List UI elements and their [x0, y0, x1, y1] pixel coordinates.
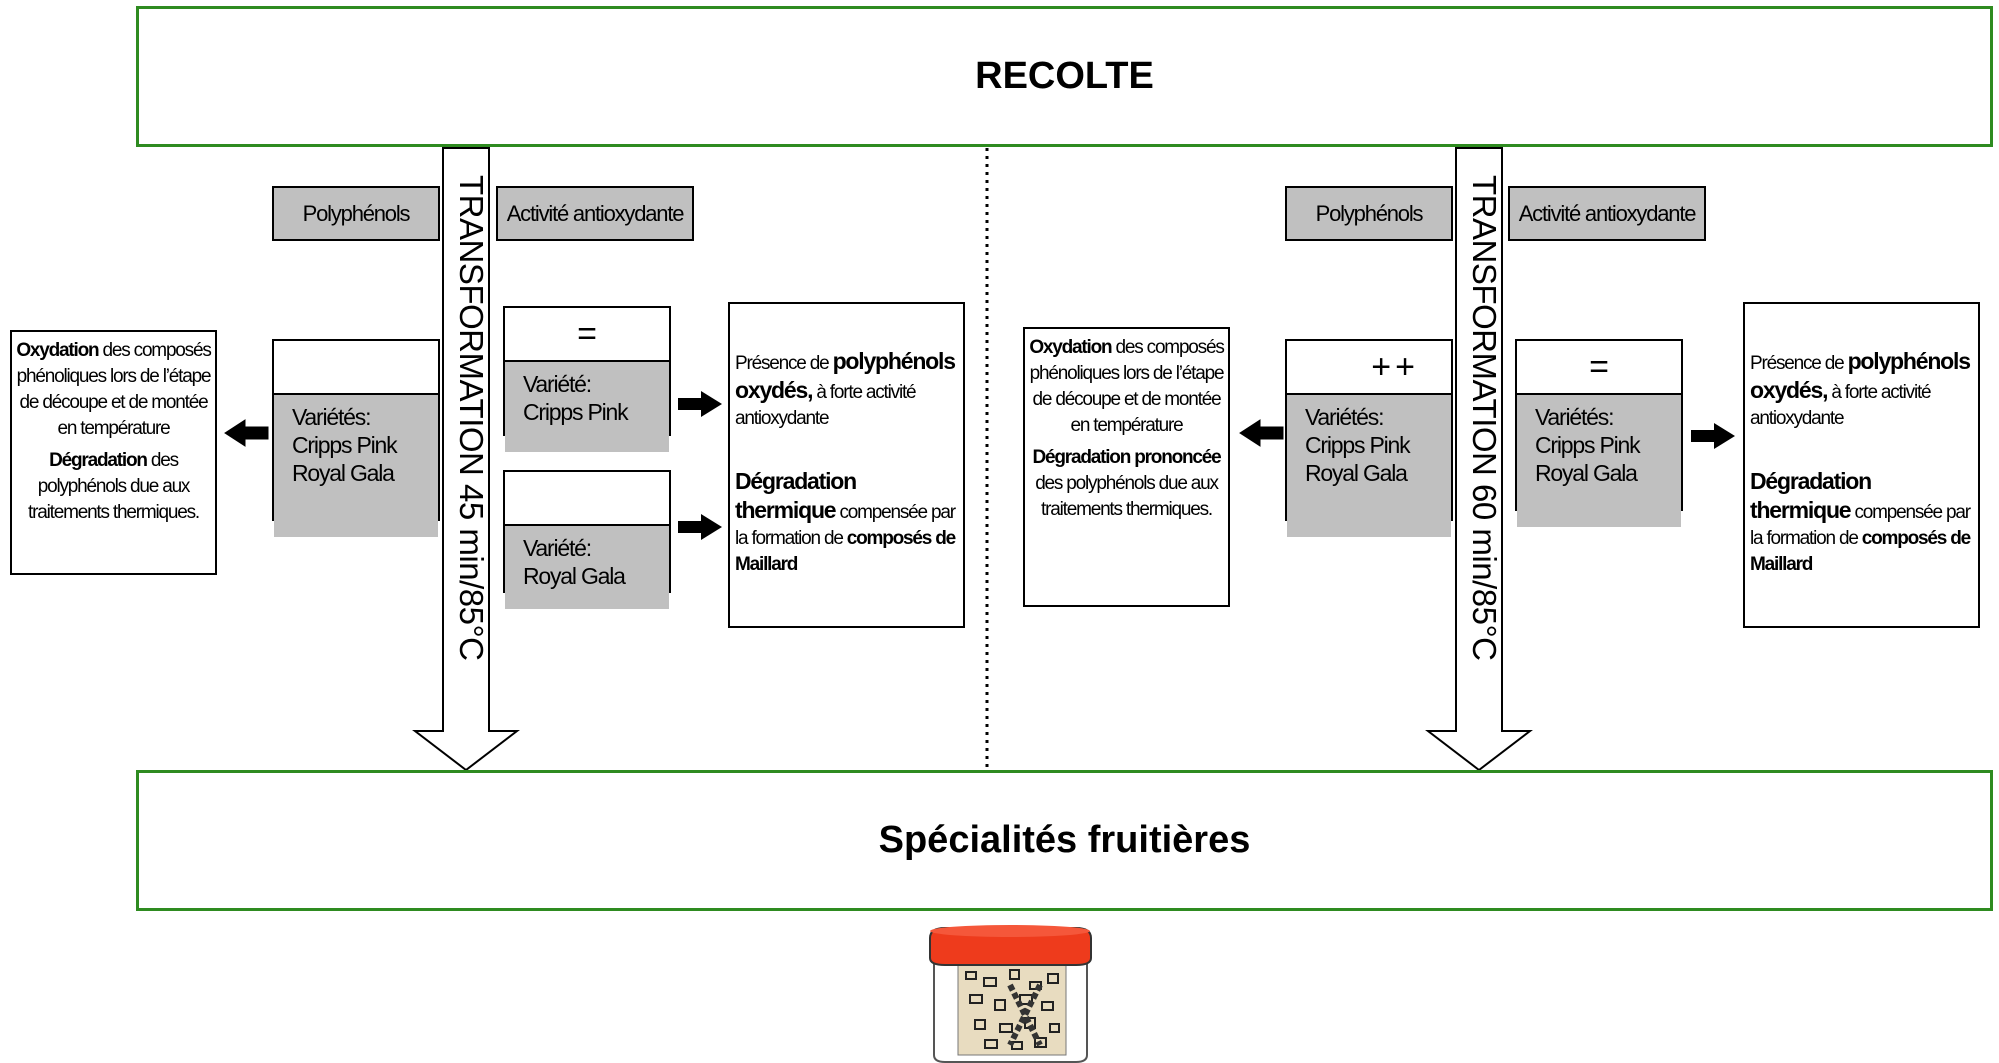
note-bold: Oxydation	[1029, 337, 1112, 358]
note-bold: composés de Maillard	[735, 528, 956, 575]
variety-item: Royal Gala	[292, 460, 395, 486]
note-text: des polyphénols due aux traitements ther…	[28, 450, 200, 523]
tag-polyphenols-right: Polyphénols	[1285, 186, 1453, 241]
note-left-right: Présence de polyphénols oxydés, à forte …	[728, 302, 965, 628]
poly-card-left: Variétés: Cripps Pink Royal Gala	[272, 339, 440, 537]
arrow-to-note-left-1	[224, 419, 269, 447]
tag-antioxidant-left-label: Activité antioxydante	[506, 200, 685, 226]
arrow-to-note-right-2	[678, 514, 722, 540]
process-arrow-left	[412, 147, 520, 772]
tag-polyphenols-right-label: Polyphénols	[1315, 200, 1424, 226]
process-label-right: TRANSFORMATION 60 min/85°C	[1466, 175, 1503, 661]
note-text: compensée par la formation de	[1750, 502, 1971, 549]
arrow-to-note-left-2	[1239, 419, 1284, 447]
arrow-to-note-right-3	[1691, 423, 1735, 449]
note-bold: composés de Maillard	[1750, 528, 1971, 575]
note-left-left: Oxydation des composés phénoliques lors …	[10, 330, 217, 575]
note-text: à forte activité antioxydante	[735, 382, 917, 429]
note-bold: Dégradation thermique	[735, 468, 857, 523]
antiox-card-right-body: Variétés: Cripps Pink Royal Gala	[1517, 395, 1681, 527]
harvest-box: RECOLTE	[136, 6, 1993, 147]
note-right-right: Présence de polyphénols oxydés, à forte …	[1743, 302, 1980, 628]
variety-item: Cripps Pink	[1535, 432, 1641, 458]
poly-card-right-symbol: ++	[1287, 341, 1451, 395]
variety-item: Royal Gala	[1305, 460, 1408, 486]
poly-card-left-label: Variétés:	[292, 404, 371, 430]
variety-item: Cripps Pink	[292, 432, 398, 458]
note-bold: polyphénols oxydés,	[735, 348, 956, 403]
antiox-card-right-label: Variétés:	[1535, 404, 1614, 430]
note-bold: Dégradation thermique	[1750, 468, 1872, 523]
note-bold: Oxydation	[16, 340, 99, 361]
arrow-to-note-right-1	[678, 391, 722, 417]
antiox-card-left-1-symbol: =	[505, 308, 669, 362]
tag-antioxidant-right: Activité antioxydante	[1508, 186, 1706, 241]
fruit-specialties-label: Spécialités fruitières	[878, 819, 1251, 861]
note-right-left: Oxydation des composés phénoliques lors …	[1023, 327, 1230, 607]
poly-card-right: ++ Variétés: Cripps Pink Royal Gala	[1285, 339, 1453, 537]
note-text: Présence de	[735, 353, 833, 374]
antiox-card-left-2: Variété: Royal Gala	[503, 470, 671, 609]
antiox-card-right-symbol: =	[1517, 341, 1681, 395]
tag-polyphenols-left-label: Polyphénols	[302, 200, 411, 226]
poly-card-left-body: Variétés: Cripps Pink Royal Gala	[274, 395, 438, 537]
jar-icon	[929, 925, 1092, 1063]
tag-polyphenols-left: Polyphénols	[272, 186, 440, 241]
variety-item: Cripps Pink	[1305, 432, 1411, 458]
note-text: à forte activité antioxydante	[1750, 382, 1932, 429]
note-text: des composés phénoliques lors de l’étape…	[1029, 337, 1225, 436]
poly-card-left-symbol	[274, 341, 438, 395]
antiox-card-left-1-body: Variété: Cripps Pink	[505, 362, 669, 452]
antiox-card-left-1: = Variété: Cripps Pink	[503, 306, 671, 452]
variety-item: Royal Gala	[1535, 460, 1638, 486]
note-bold: Dégradation	[49, 450, 148, 471]
note-bold: Dégradation prononcée	[1032, 447, 1221, 468]
process-arrow-right	[1425, 147, 1533, 772]
variety-item: Royal Gala	[523, 563, 626, 589]
note-bold: polyphénols oxydés,	[1750, 348, 1971, 403]
note-text: compensée par la formation de	[735, 502, 956, 549]
process-label-left: TRANSFORMATION 45 min/85°C	[453, 175, 490, 661]
fruit-specialties-box: Spécialités fruitières	[136, 770, 1993, 911]
tag-antioxidant-right-label: Activité antioxydante	[1518, 200, 1697, 226]
antiox-card-left-1-label: Variété:	[523, 371, 592, 397]
antiox-card-right: = Variétés: Cripps Pink Royal Gala	[1515, 339, 1683, 527]
antiox-card-left-2-symbol	[505, 472, 669, 526]
tag-antioxidant-left: Activité antioxydante	[496, 186, 694, 241]
poly-card-right-label: Variétés:	[1305, 404, 1384, 430]
note-text: Présence de	[1750, 353, 1848, 374]
harvest-label: RECOLTE	[975, 55, 1154, 97]
note-text: des polyphénols due aux traitements ther…	[1035, 473, 1219, 520]
variety-item: Cripps Pink	[523, 399, 629, 425]
poly-card-right-body: Variétés: Cripps Pink Royal Gala	[1287, 395, 1451, 537]
antiox-card-left-2-body: Variété: Royal Gala	[505, 526, 669, 609]
antiox-card-left-2-label: Variété:	[523, 535, 592, 561]
note-text: des composés phénoliques lors de l’étape…	[16, 340, 212, 439]
